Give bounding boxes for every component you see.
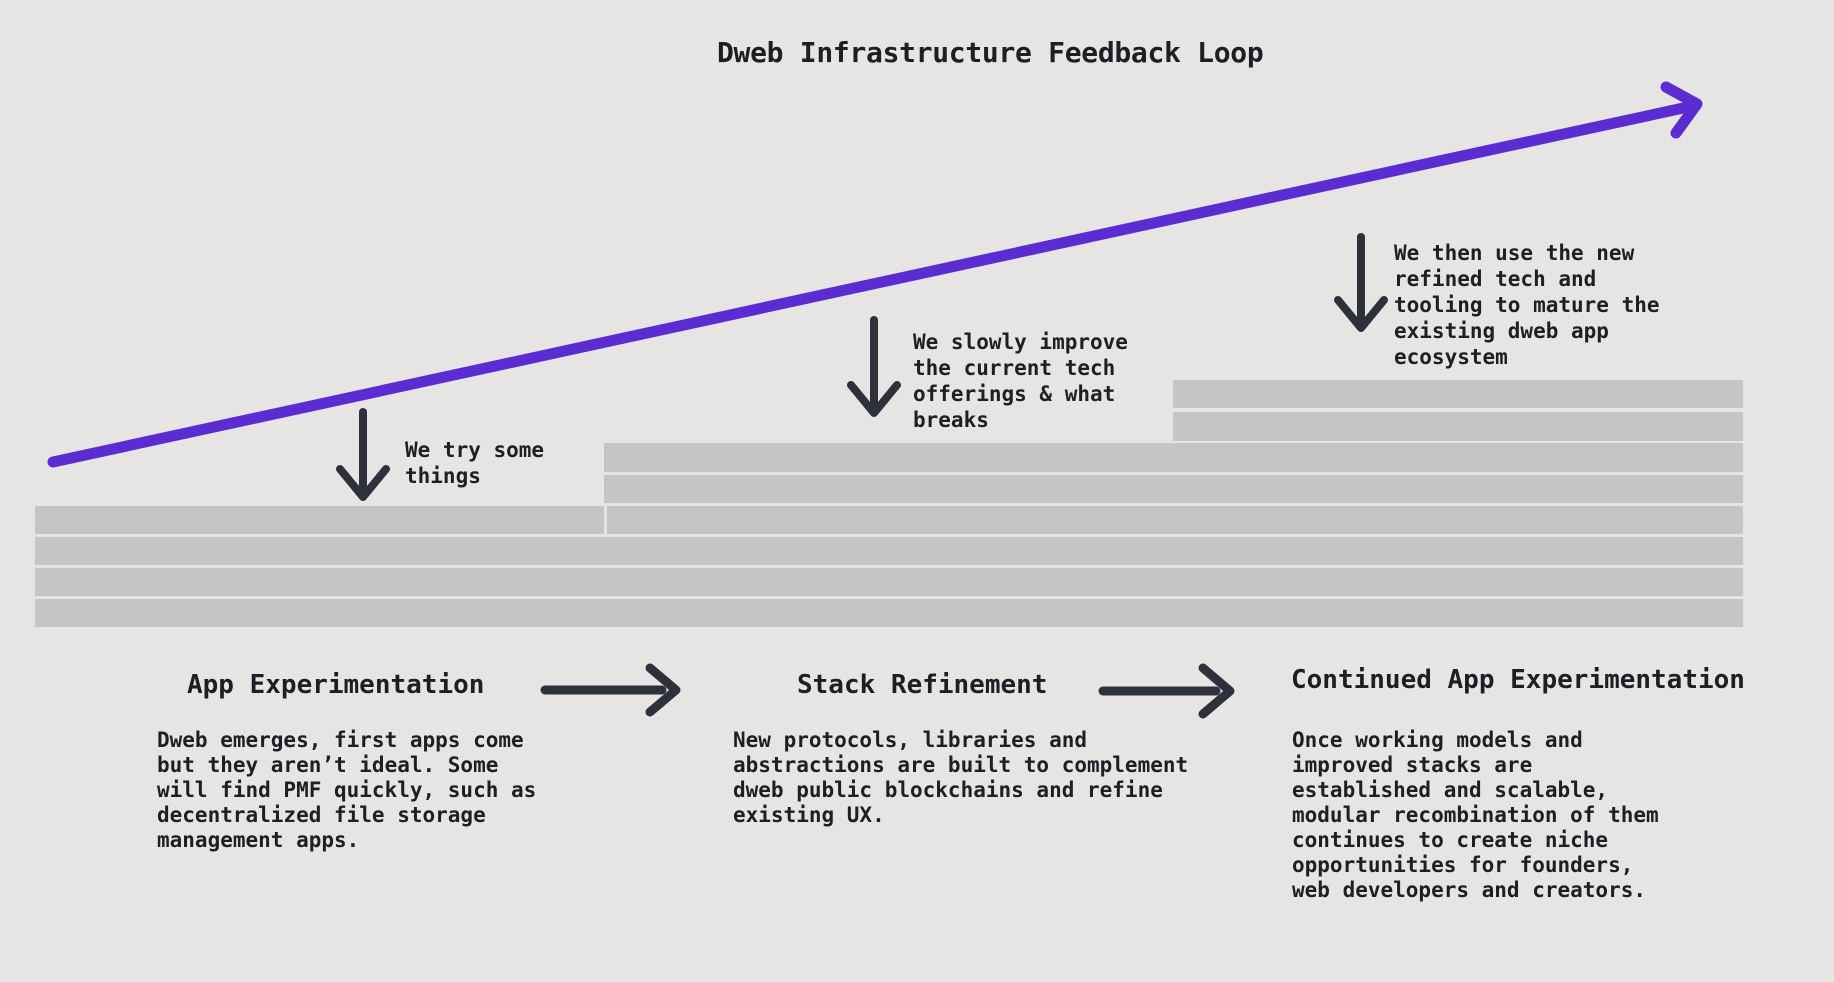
stack-bar <box>604 475 1743 503</box>
down-arrow-icon <box>847 316 901 417</box>
stage-heading-stack-refinement: Stack Refinement <box>797 670 1048 700</box>
stage-description-stack-refinement: New protocols, libraries and abstraction… <box>733 728 1189 827</box>
stage-description-app-experimentation: Dweb emerges, first apps come but they a… <box>157 728 537 852</box>
right-arrow-icon <box>1098 663 1235 719</box>
stack-bar <box>35 599 1743 627</box>
stack-bar <box>604 443 1743 472</box>
stack-bar <box>35 568 1743 596</box>
stack-bars <box>35 380 1743 627</box>
annotation-slowly-improve: We slowly improve the current tech offer… <box>913 330 1128 432</box>
annotation-try-things: We try some things <box>405 438 545 488</box>
stack-bar <box>35 537 1743 565</box>
right-arrow-icon <box>540 663 681 717</box>
stage-heading-continued-app-experimentation: Continued App Experimentation <box>1291 665 1745 695</box>
stack-bar <box>1173 412 1743 441</box>
stage-description-continued-app-experimentation: Once working models and improved stacks … <box>1292 728 1659 902</box>
diagram-title: Dweb Infrastructure Feedback Loop <box>717 36 1264 69</box>
annotation-refined-tech: We then use the new refined tech and too… <box>1394 241 1660 369</box>
down-arrow-icon <box>1334 233 1388 332</box>
stack-bar <box>1173 380 1743 408</box>
stack-bar <box>35 506 604 534</box>
stack-bar <box>607 506 1743 534</box>
down-arrow-icon <box>336 408 390 501</box>
stage-heading-app-experimentation: App Experimentation <box>187 670 485 700</box>
growth-arrow-icon <box>47 81 1703 468</box>
